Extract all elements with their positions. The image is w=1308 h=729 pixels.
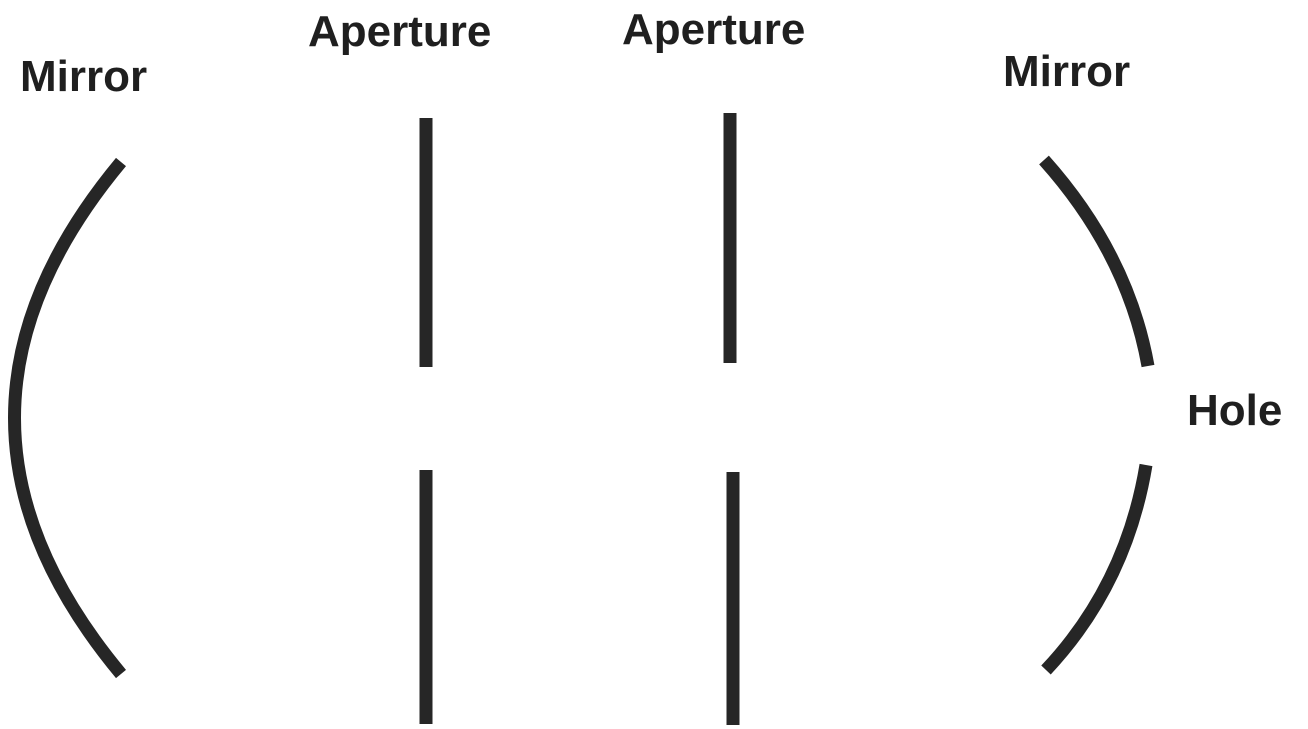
left-mirror bbox=[8, 157, 126, 679]
mirror-left-label: Mirror bbox=[20, 52, 148, 101]
hole-label: Hole bbox=[1187, 386, 1283, 435]
right-mirror-lower-segment bbox=[1041, 463, 1153, 675]
aperture-left-label: Aperture bbox=[308, 7, 492, 56]
right-mirror-upper-segment bbox=[1039, 155, 1155, 368]
mirror-right-label: Mirror bbox=[1003, 47, 1131, 96]
aperture-right-label: Aperture bbox=[622, 5, 806, 54]
